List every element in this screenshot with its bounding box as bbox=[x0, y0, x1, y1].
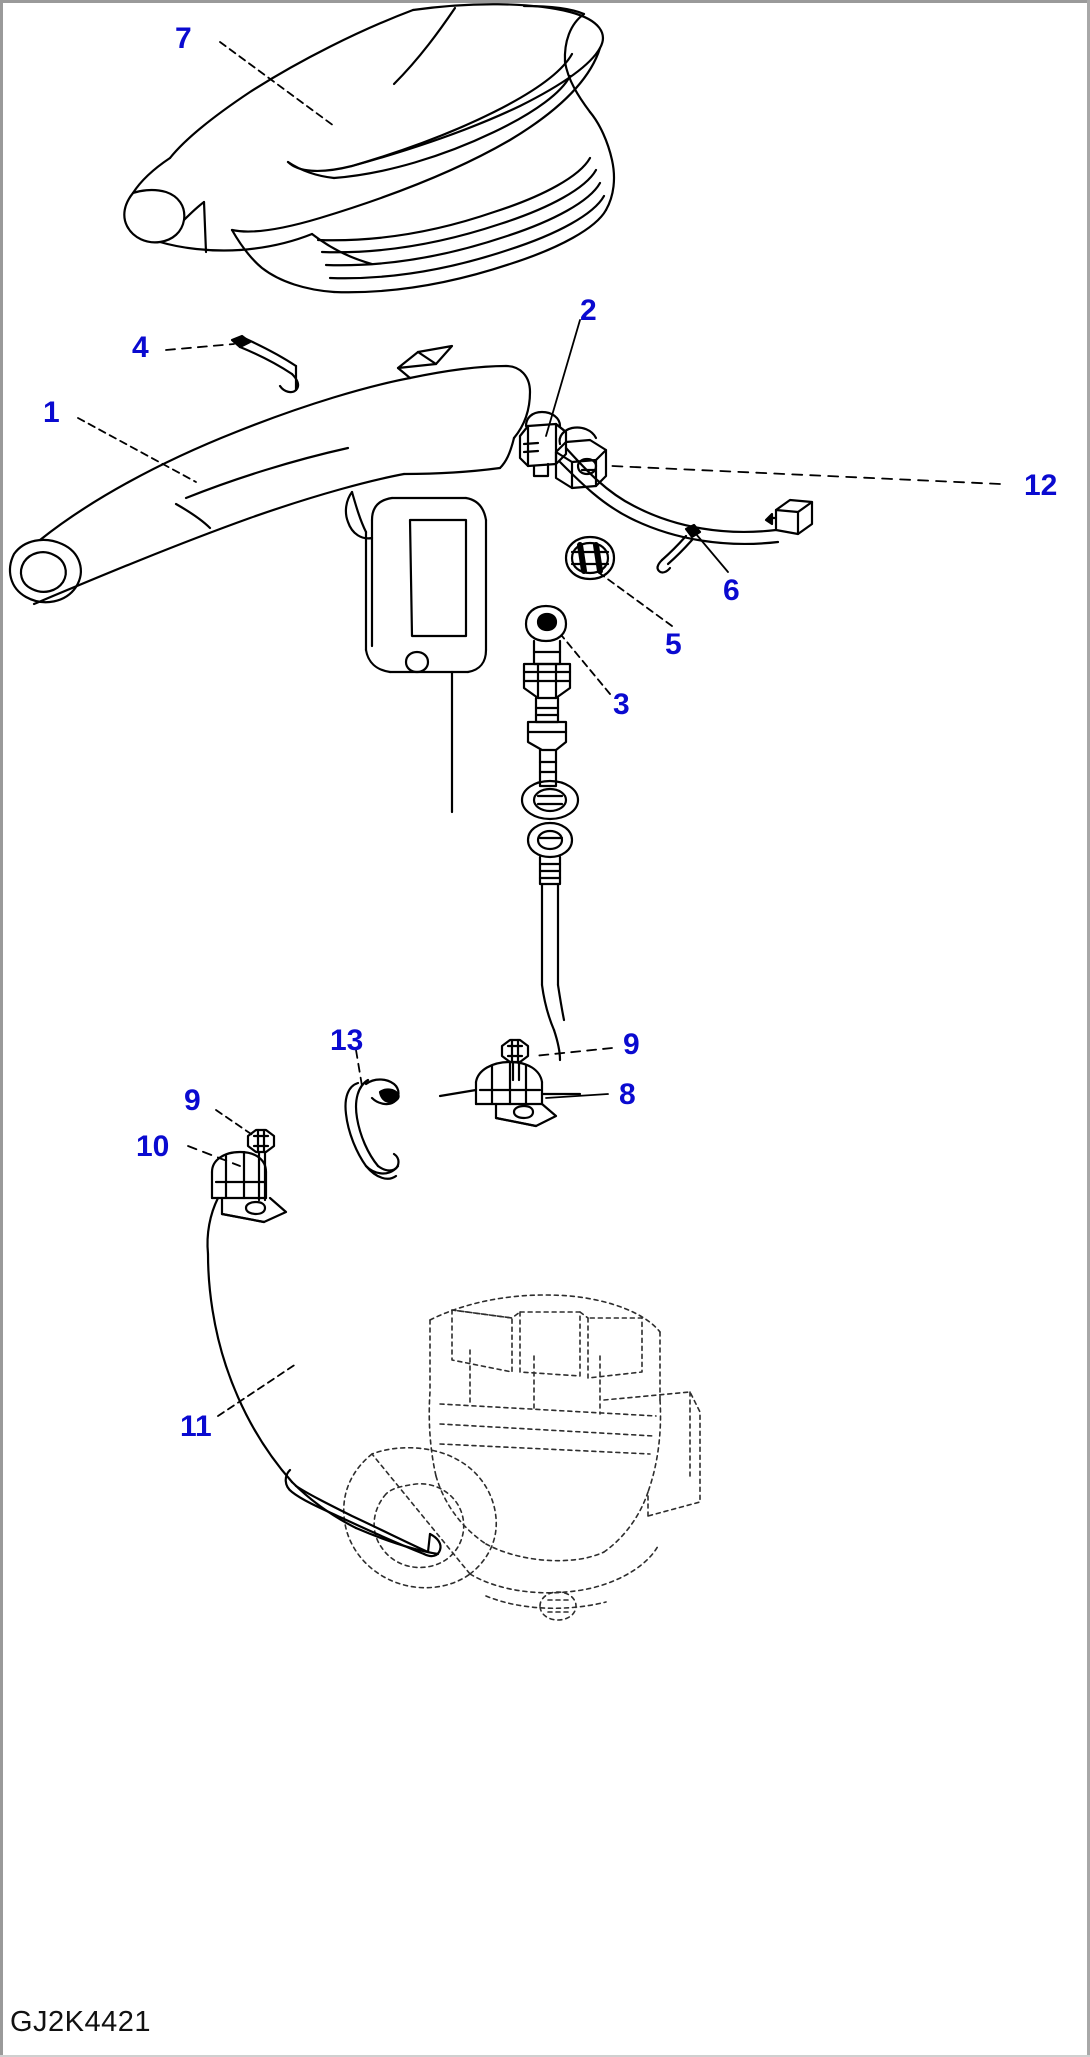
page-frame-top bbox=[0, 0, 1090, 3]
part-7-air-cleaner-hood bbox=[123, 3, 616, 294]
callout-8[interactable]: 8 bbox=[619, 1078, 636, 1111]
callout-9-right[interactable]: 9 bbox=[623, 1028, 640, 1061]
callout-4[interactable]: 4 bbox=[132, 331, 149, 364]
callout-3[interactable]: 3 bbox=[613, 688, 630, 721]
diagram-caption: GJ2K4421 bbox=[10, 2006, 152, 2038]
page-frame-bottom bbox=[0, 2055, 1090, 2057]
part-3-sensor-probe-assembly bbox=[520, 604, 580, 1062]
callout-2[interactable]: 2 bbox=[580, 294, 597, 327]
engine-assembly-phantom bbox=[342, 1294, 701, 1621]
callout-13[interactable]: 13 bbox=[330, 1024, 364, 1057]
callout-10[interactable]: 10 bbox=[136, 1130, 170, 1163]
page-frame-left bbox=[0, 0, 3, 2057]
part-13-cable-clip bbox=[344, 1078, 400, 1180]
part-11-control-cable bbox=[206, 1252, 442, 1558]
callout-9-left[interactable]: 9 bbox=[184, 1084, 201, 1117]
callout-1[interactable]: 1 bbox=[43, 396, 60, 429]
callout-12[interactable]: 12 bbox=[1024, 469, 1058, 502]
leader-lines bbox=[77, 41, 1001, 1417]
callout-6[interactable]: 6 bbox=[723, 574, 740, 607]
callout-7[interactable]: 7 bbox=[175, 22, 192, 55]
part-1-intake-tube bbox=[8, 344, 532, 814]
part-9-left-mounting-bolt bbox=[246, 1128, 276, 1202]
part-2-sensor-connector-harness bbox=[518, 410, 814, 546]
part-5-washer-nut bbox=[564, 535, 616, 581]
part-8-cable-bracket-block bbox=[438, 1038, 582, 1128]
page-frame-right bbox=[1087, 0, 1090, 2057]
part-4-clamp-bolt bbox=[230, 334, 300, 394]
part-12-grommet-block bbox=[554, 426, 608, 490]
callout-5[interactable]: 5 bbox=[665, 628, 682, 661]
callout-11[interactable]: 11 bbox=[180, 1410, 212, 1443]
part-10-cable-clamp-bracket bbox=[206, 1150, 288, 1256]
